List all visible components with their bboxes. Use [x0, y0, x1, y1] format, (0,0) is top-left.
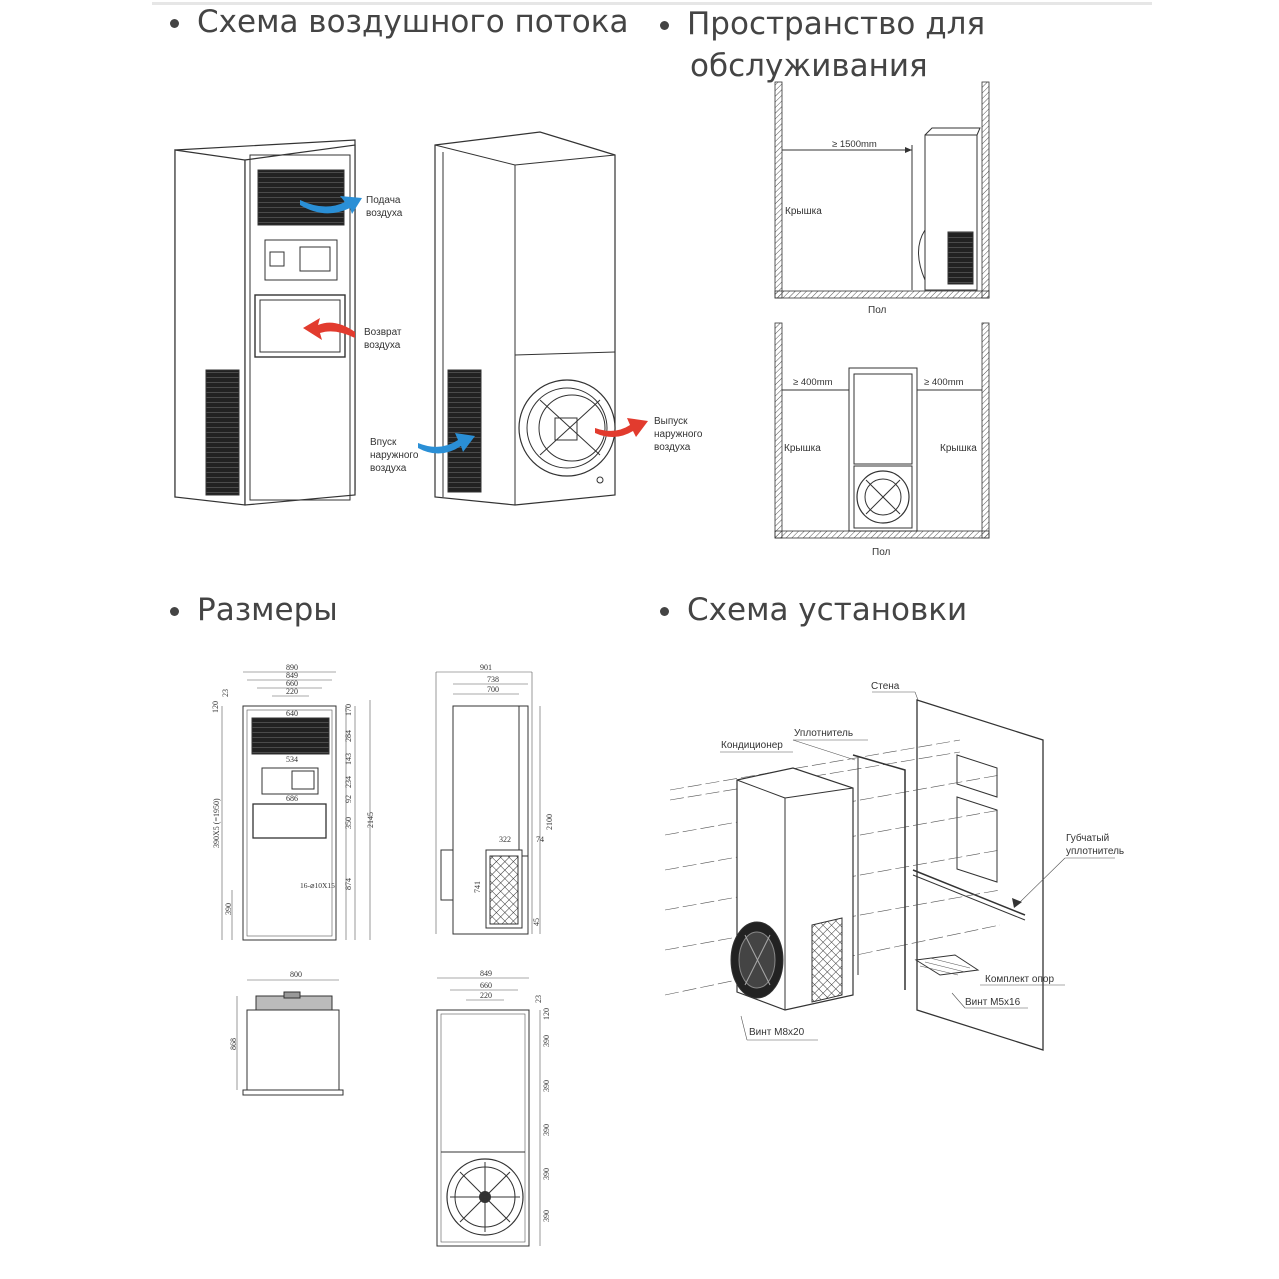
- supply-air-arrow: [300, 196, 362, 214]
- service-space-bottom: [774, 322, 990, 539]
- dim-holes: 16-⌀10X15: [300, 881, 335, 890]
- screw-m5-label: Винт M5x16: [965, 997, 1021, 1008]
- supply-grille: [257, 169, 345, 226]
- dim-120: 120: [211, 701, 220, 713]
- sponge-seal-label: Губчатый уплотнитель: [1066, 833, 1125, 857]
- dim-322: 322: [499, 835, 511, 844]
- clearance-400-left-label: ≥ 400mm: [793, 377, 833, 388]
- top-divider: [152, 2, 1152, 5]
- installation-heading: Схема установки: [660, 590, 967, 630]
- dim-640: 640: [286, 709, 298, 718]
- dim-back-390-3: 390: [542, 1124, 551, 1136]
- outdoor-inlet-label: Впуск наружного воздуха: [370, 437, 419, 474]
- dim-back-390-1: 390: [542, 1035, 551, 1047]
- dim-660: 660: [286, 679, 298, 688]
- airflow-heading: Схема воздушного потока: [170, 2, 629, 42]
- return-air-arrow: [303, 318, 355, 340]
- dim-220: 220: [286, 687, 298, 696]
- dim-45: 45: [532, 918, 541, 926]
- dim-back-220: 220: [480, 991, 492, 1000]
- dim-534: 534: [286, 755, 298, 764]
- dim-back-23: 23: [534, 995, 543, 1003]
- dim-868: 868: [229, 1038, 238, 1050]
- dim-back-390-2: 390: [542, 1080, 551, 1092]
- bottom-left-cover-label: Крышка: [784, 443, 821, 454]
- dimensions-heading: Размеры: [170, 590, 338, 630]
- top-cover-label: Крышка: [785, 206, 822, 217]
- dim-back-view: [436, 977, 541, 1247]
- installation-conditioner: [730, 767, 854, 1011]
- bullet-icon: [660, 607, 669, 616]
- installation-leaders: [720, 691, 1115, 1041]
- dim-92: 92: [344, 795, 353, 803]
- dim-2100: 2100: [545, 814, 554, 830]
- support-kit-label: Комплект опор: [985, 974, 1055, 985]
- dim-143: 143: [344, 753, 353, 765]
- top-floor-label: Пол: [868, 305, 887, 316]
- installation-seal-frame: [852, 754, 906, 990]
- dim-23: 23: [221, 689, 230, 697]
- dim-284: 284: [344, 730, 353, 742]
- dim-390x5: 390X5 (=1950): [212, 798, 221, 848]
- outdoor-outlet-label: Выпуск наружного воздуха: [654, 416, 703, 453]
- bottom-floor-label: Пол: [872, 547, 891, 558]
- dim-700: 700: [487, 685, 499, 694]
- dim-back-390-5: 390: [542, 1210, 551, 1222]
- conditioner-label: Кондиционер: [721, 740, 783, 751]
- dim-back-660: 660: [480, 981, 492, 990]
- dim-741: 741: [473, 881, 482, 893]
- outdoor-inlet-grille: [447, 369, 482, 493]
- dim-back-849: 849: [480, 969, 492, 978]
- bullet-icon: [660, 21, 669, 30]
- seal-label: Уплотнитель: [794, 728, 854, 739]
- service-space-top: [774, 81, 990, 299]
- dim-side-view: [435, 671, 541, 935]
- dim-874: 874: [344, 878, 353, 890]
- dim-390: 390: [224, 903, 233, 915]
- dim-901: 901: [480, 663, 492, 672]
- dim-738: 738: [487, 675, 499, 684]
- airflow-front-unit: [174, 139, 356, 506]
- clearance-1500-label: ≥ 1500mm: [832, 139, 877, 150]
- dim-849: 849: [286, 671, 298, 680]
- wall-label: Стена: [871, 681, 900, 692]
- display-screen: [299, 246, 331, 272]
- airflow-back-unit: [434, 131, 616, 506]
- dim-800: 800: [290, 970, 302, 979]
- supply-air-label: Подача воздуха: [366, 195, 403, 219]
- side-grille: [205, 369, 240, 496]
- dim-top-view: [236, 979, 344, 1096]
- clearance-400-right-label: ≥ 400mm: [924, 377, 964, 388]
- dim-74: 74: [536, 835, 544, 844]
- bullet-icon: [170, 19, 179, 28]
- bullet-icon: [170, 607, 179, 616]
- return-air-label: Возврат воздуха: [364, 327, 402, 351]
- dim-890: 890: [286, 663, 298, 672]
- dim-170: 170: [344, 704, 353, 716]
- service-space-heading: Пространство для: [660, 4, 985, 44]
- dim-686: 686: [286, 794, 298, 803]
- dim-2145: 2145: [366, 812, 375, 828]
- installation-support-kit: [914, 954, 980, 976]
- dim-back-120: 120: [542, 1008, 551, 1020]
- service-space-heading-line2: обслуживания: [690, 48, 928, 84]
- dim-back-390-4: 390: [542, 1168, 551, 1180]
- outdoor-inlet-arrow: [418, 433, 475, 454]
- dim-front-view: [221, 671, 371, 941]
- screw-m8-label: Винт M8x20: [749, 1027, 805, 1038]
- bottom-right-cover-label: Крышка: [940, 443, 977, 454]
- outdoor-outlet-arrow: [595, 418, 648, 438]
- dim-234: 234: [344, 776, 353, 788]
- dim-350: 350: [344, 817, 353, 829]
